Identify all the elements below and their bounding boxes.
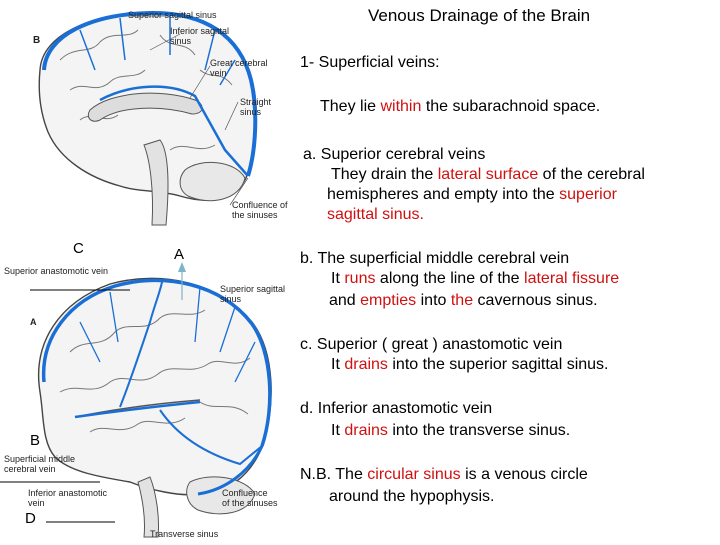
label-confluence-2: of the sinuses	[222, 498, 278, 508]
item-b-line2-pre: It	[331, 270, 345, 287]
item-d-line2: It drains into the transverse sinus.	[331, 420, 570, 441]
item-a-line1-text: a. Superior cerebral veins	[303, 146, 486, 163]
item-a-line1: a. Superior cerebral veins	[303, 144, 485, 165]
note-line1-post: is a venous circle	[460, 466, 588, 483]
label-straight-1: Straight	[240, 97, 272, 107]
item-b-line1: b. The superficial middle cerebral vein	[300, 248, 569, 269]
item-c-line2-red: drains	[344, 356, 388, 373]
item-a-line4: sagittal sinus.	[327, 204, 424, 225]
note-line1-pre: N.B. The	[300, 466, 368, 483]
letter-d: D	[25, 510, 36, 527]
label-inferior-sagittal-1: Inferior sagittal	[170, 26, 230, 36]
item-b-line3: and empties into the cavernous sinus.	[329, 290, 598, 311]
item-c-line1: c. Superior ( great ) anastomotic vein	[300, 334, 562, 355]
item-a-line2-pre: They drain the	[331, 166, 438, 183]
item-b-line3-pre: and	[329, 292, 361, 309]
item-c-line2-pre: It	[331, 356, 345, 373]
note-line2-text: around the hypophysis.	[329, 488, 495, 505]
label-straight-2: sinus	[240, 107, 262, 117]
figure-top-letter: B	[33, 35, 41, 46]
medial-brain-drawing	[38, 10, 258, 226]
item-b-line2-red2: lateral fissure	[524, 270, 620, 287]
label-superficial-middle-2: cerebral vein	[4, 464, 56, 474]
label-transverse-sinus: Transverse sinus	[150, 529, 219, 539]
label-superior-sagittal-1: Superior sagittal	[220, 284, 286, 294]
item-d-line2-pre: It	[331, 422, 345, 439]
item-b-line3-red: empties	[360, 292, 417, 309]
item-a-line4-red: sagittal sinus.	[327, 206, 424, 223]
item-c-line1-text: c. Superior ( great ) anastomotic vein	[300, 336, 563, 353]
label-inferior-sagittal-2: sinus	[170, 36, 192, 46]
note-line1-red: circular sinus	[367, 466, 461, 483]
letter-c: C	[73, 240, 84, 257]
item-a-line2-post: of the cerebral	[538, 166, 645, 183]
item-c-line2-post: into the superior sagittal sinus.	[387, 356, 609, 373]
note-line1: N.B. The circular sinus is a venous circ…	[300, 464, 588, 485]
item-b-line3-post: cavernous sinus.	[473, 292, 598, 309]
label-confluence-2: the sinuses	[232, 210, 278, 220]
item-a-line2-red: lateral surface	[437, 166, 539, 183]
label-superior-sagittal-2: sinus	[220, 294, 242, 304]
item-b-line1-text: b. The superficial middle cerebral vein	[300, 250, 570, 267]
label-superior-sagittal-sinus: Superior sagittal sinus	[128, 10, 217, 20]
page-title: Venous Drainage of the Brain	[368, 6, 591, 25]
item-d-line1: d. Inferior anastomotic vein	[300, 398, 492, 419]
label-superior-anastomotic-vein: Superior anastomotic vein	[4, 266, 109, 276]
item-b-line2-red: runs	[344, 270, 376, 287]
label-inferior-anastomotic-1: Inferior anastomotic	[28, 488, 108, 498]
item-b-line2: It runs along the line of the lateral fi…	[331, 268, 619, 289]
label-great-cerebral-2: vein	[210, 68, 227, 78]
intro-post: the subarachnoid space.	[421, 98, 601, 115]
lateral-brain-figure: Superior anastomotic vein Superior sagit…	[0, 232, 290, 540]
item-a-line3-red: superior	[559, 186, 617, 203]
intro-red: within	[380, 98, 422, 115]
intro-line: They lie within the subarachnoid space.	[320, 96, 600, 117]
figure-bottom-letter-a-small: A	[30, 317, 37, 327]
label-great-cerebral-1: Great cerebral	[210, 58, 268, 68]
lateral-brain-drawing	[0, 262, 272, 538]
item-b-line3-mid: into	[416, 292, 451, 309]
item-a-line3: hemispheres and empty into the superior	[327, 184, 617, 205]
intro-pre: They lie	[320, 98, 381, 115]
item-c-line2: It drains into the superior sagittal sin…	[331, 354, 608, 375]
label-confluence-1: Confluence of	[232, 200, 288, 210]
item-b-line2-mid: along the line of the	[375, 270, 525, 287]
letter-a: A	[174, 246, 185, 263]
item-a-line3-pre: hemispheres and empty into the	[327, 186, 560, 203]
label-superficial-middle-1: Superficial middle	[4, 454, 76, 464]
item-d-line2-red: drains	[344, 422, 388, 439]
item-b-line3-red2: the	[450, 292, 474, 309]
section-heading: 1- Superficial veins:	[300, 52, 440, 73]
item-d-line1-text: d. Inferior anastomotic vein	[300, 400, 493, 417]
item-d-line2-post: into the transverse sinus.	[387, 422, 571, 439]
section-heading-text: 1- Superficial veins:	[300, 54, 440, 71]
medial-brain-figure: B Superior sagittal sinus Inferior sagit…	[20, 0, 288, 232]
label-inferior-anastomotic-2: vein	[28, 498, 45, 508]
letter-b: B	[30, 432, 41, 449]
note-line2: around the hypophysis.	[329, 486, 494, 507]
label-confluence-1: Confluence	[222, 488, 268, 498]
item-a-line2: They drain the lateral surface of the ce…	[331, 164, 645, 185]
